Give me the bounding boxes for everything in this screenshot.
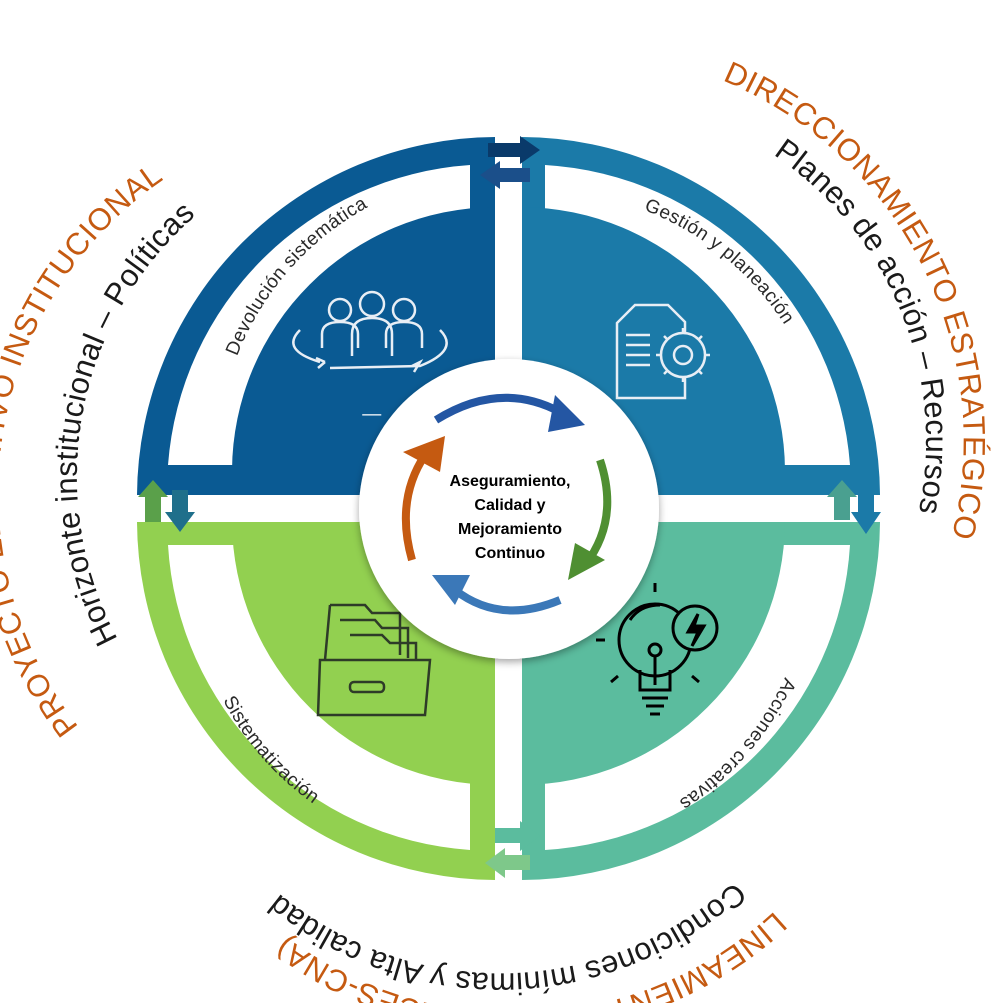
- people-cycle-icon: [292, 290, 448, 373]
- cycle-arrow-blue-bottom: [452, 586, 562, 615]
- center-hub: Aseguramiento, Calidad y Mejoramiento Co…: [359, 359, 659, 659]
- document-gear-icon: [615, 303, 710, 400]
- cycle-arrow-blue-top: [433, 393, 562, 424]
- center-line-2: Calidad y: [474, 497, 545, 514]
- center-line-3: Mejoramiento: [458, 521, 562, 538]
- center-line-1: Aseguramiento,: [450, 473, 571, 490]
- cycle-arrow-orange: [401, 452, 429, 562]
- arrow-left-bottom: [485, 848, 530, 878]
- arrow-up-right: [827, 480, 857, 520]
- center-line-4: Continuo: [475, 545, 545, 562]
- connector-arrows: [138, 136, 881, 878]
- arrow-right-bottom: [495, 821, 540, 851]
- arrow-down-right: [851, 490, 881, 534]
- file-drawer-icon: [316, 603, 432, 717]
- arrow-left-top: [480, 161, 530, 189]
- arrow-up-left: [138, 480, 168, 522]
- arrow-right-top: [488, 136, 540, 164]
- arrow-down-left: [165, 490, 195, 532]
- quadrant-top-left-sub: —: [362, 404, 381, 425]
